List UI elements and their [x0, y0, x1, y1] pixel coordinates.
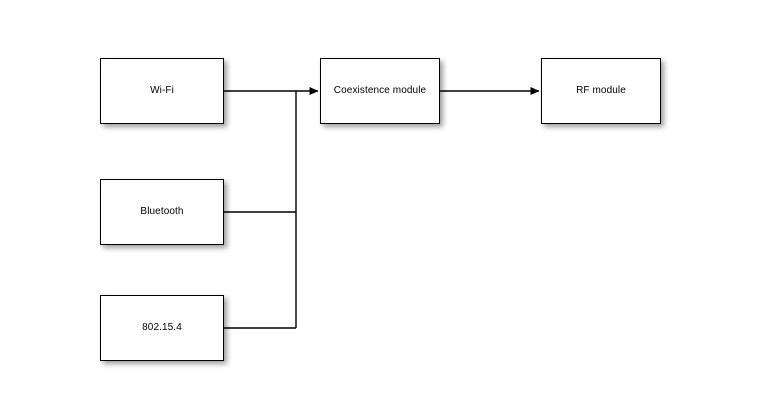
node-wifi[interactable]: Wi-Fi — [100, 58, 224, 124]
node-rf-module-label: RF module — [576, 85, 626, 96]
node-coexistence-module-label: Coexistence module — [333, 85, 427, 96]
node-bluetooth-label: Bluetooth — [140, 206, 184, 217]
node-rf-module[interactable]: RF module — [541, 58, 661, 124]
node-coexistence-module[interactable]: Coexistence module — [320, 58, 440, 124]
node-802-15-4[interactable]: 802.15.4 — [100, 295, 224, 361]
node-802-15-4-label: 802.15.4 — [142, 322, 182, 333]
node-wifi-label: Wi-Fi — [150, 85, 174, 96]
node-bluetooth[interactable]: Bluetooth — [100, 179, 224, 245]
